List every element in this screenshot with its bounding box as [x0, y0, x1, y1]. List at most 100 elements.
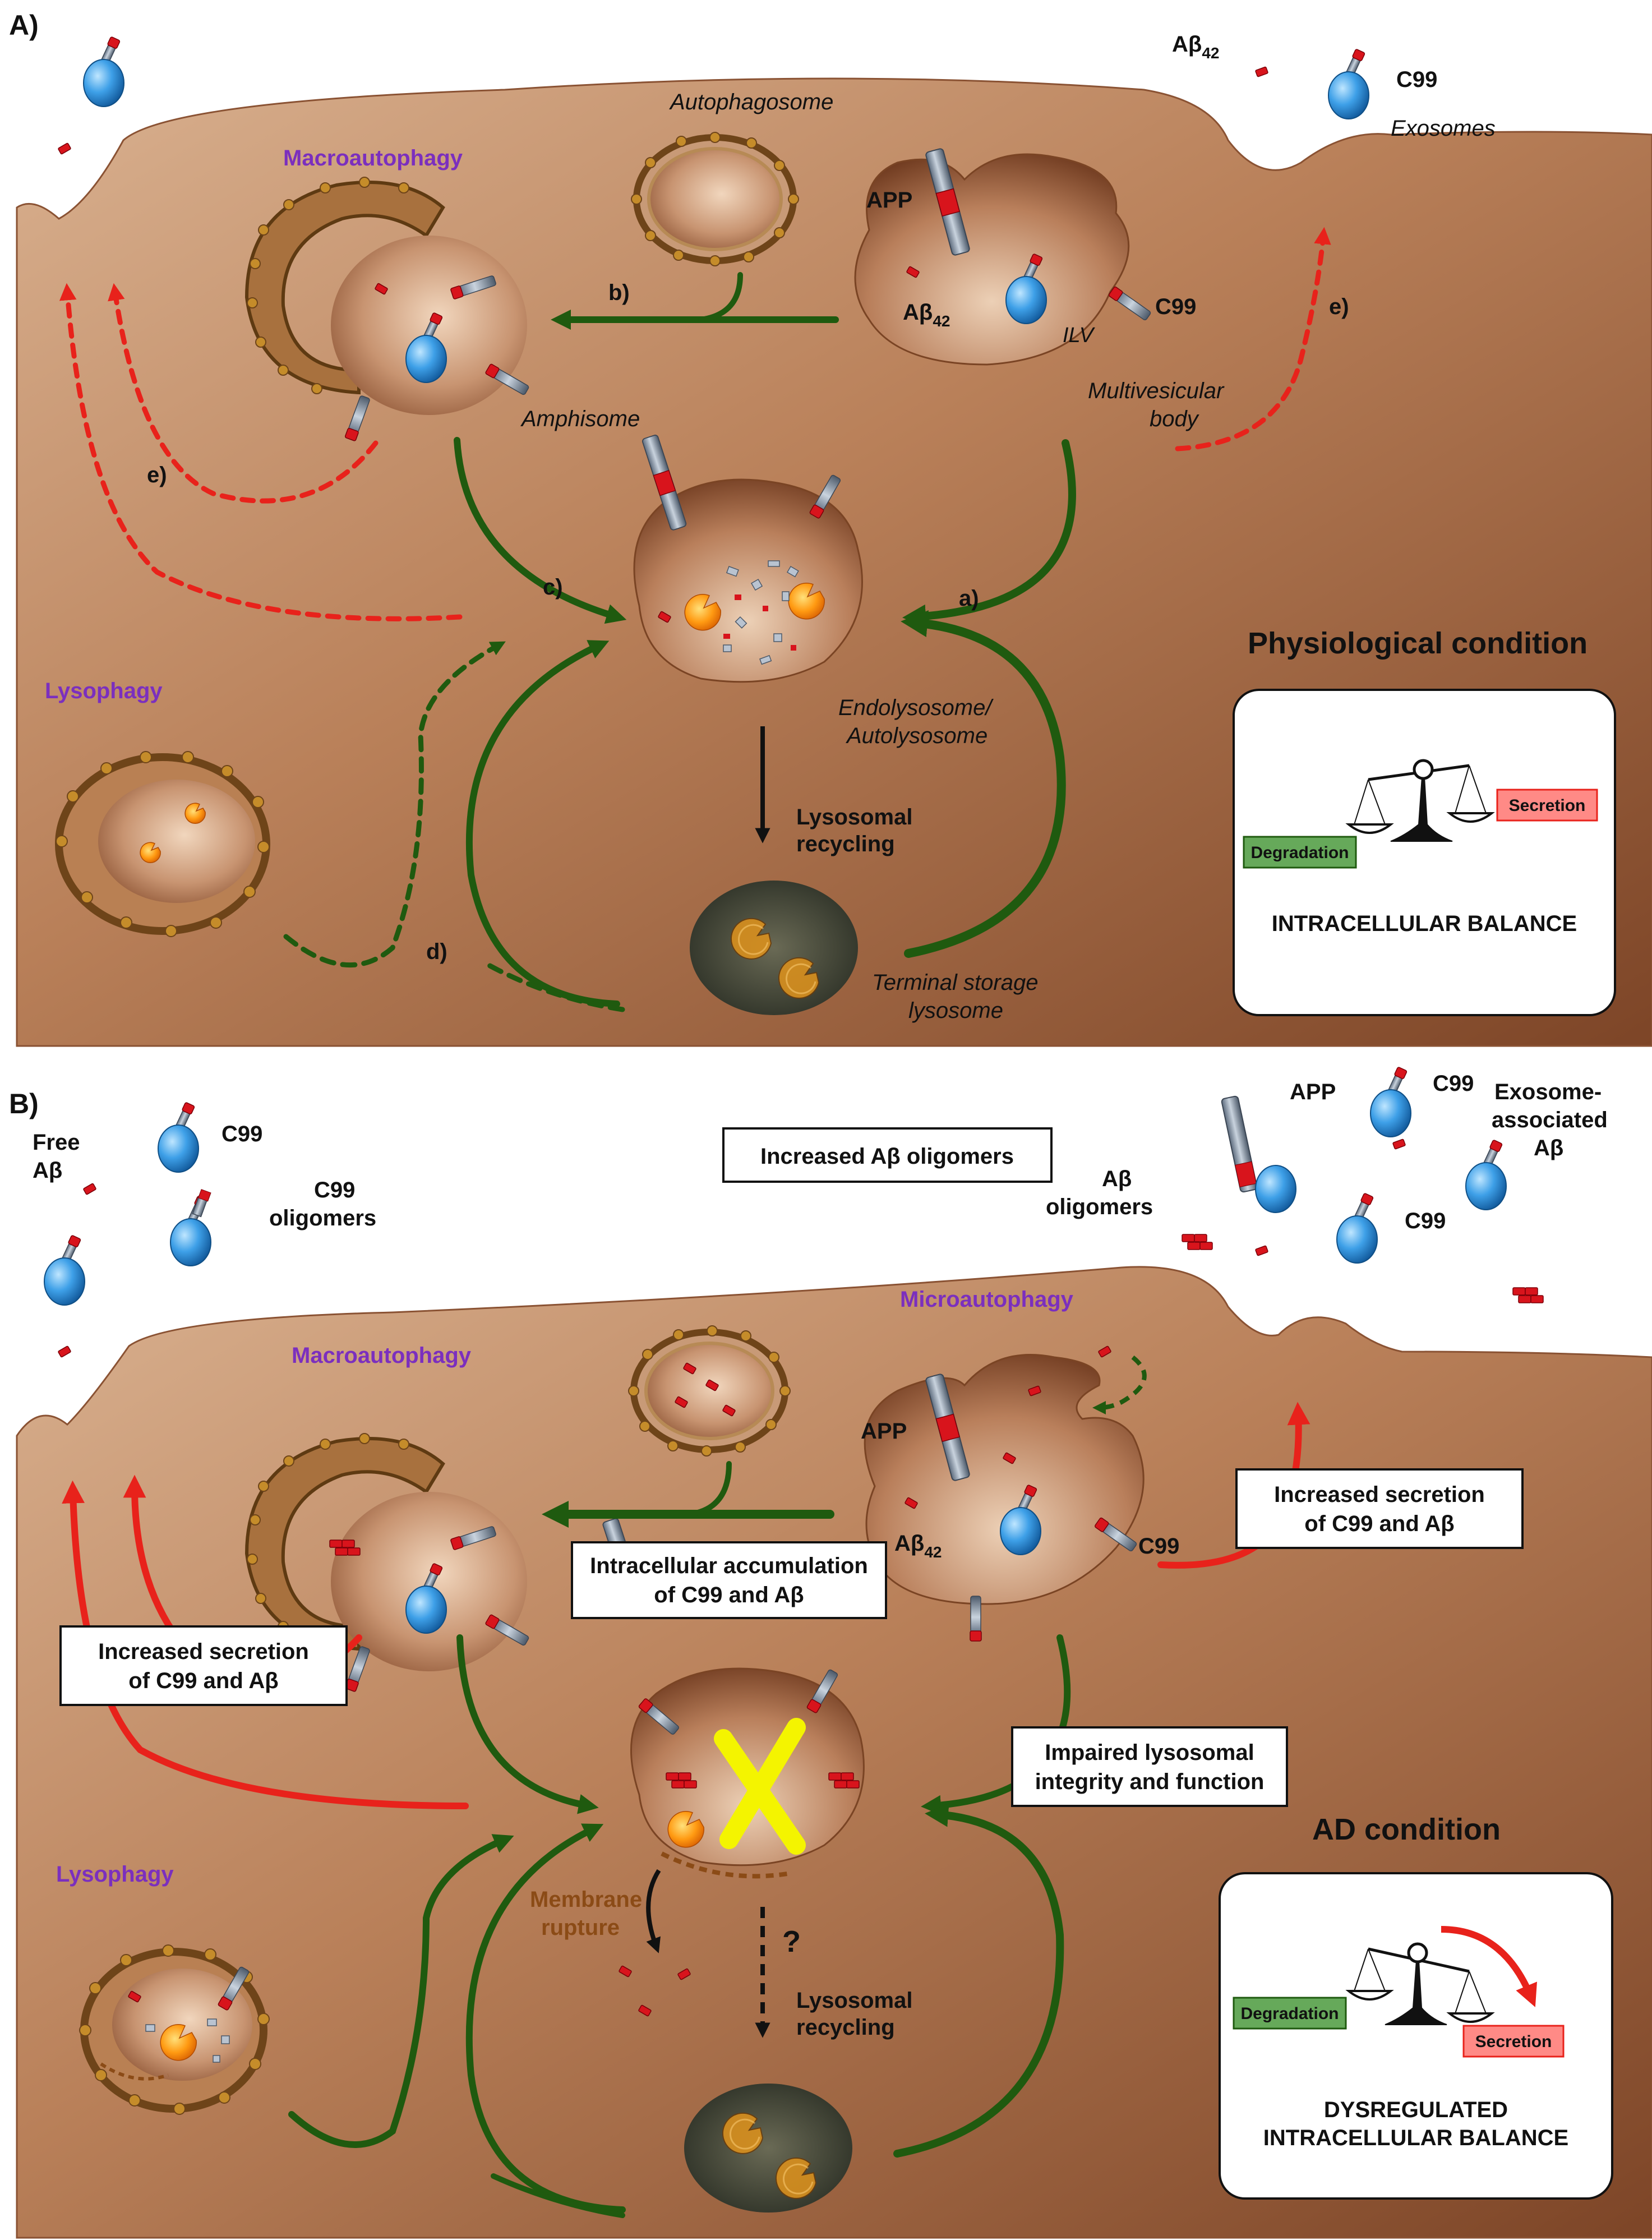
step-b-label: b) — [608, 280, 630, 305]
degradation-tag-text-b: Degradation — [1240, 2004, 1339, 2023]
extracellular-abeta-oligomer-1 — [1182, 1234, 1213, 1250]
legend-box-a: Degradation Secretion INTRACELLULAR BALA… — [1233, 689, 1616, 1016]
endolysosome-b — [602, 1517, 865, 1866]
app-label-b: APP — [861, 1419, 907, 1444]
recycling-label-line2-a: recycling — [796, 832, 895, 856]
imbalance-arrow — [1441, 1926, 1537, 2007]
free-abeta-b — [82, 1183, 97, 1195]
extracellular-abeta-b — [1392, 1139, 1406, 1150]
increased-secretion-right-line1: Increased secretion — [1274, 1482, 1485, 1507]
microautophagy-label: Microautophagy — [900, 1287, 1074, 1312]
panel-a: A) Aβ42 C99 Exosomes Autophagosome Macro… — [9, 10, 1652, 1047]
degradation-tag-text-a: Degradation — [1250, 844, 1349, 862]
recycling-question-mark: ? — [782, 1925, 801, 1958]
extracellular-abeta-b-2 — [1254, 1245, 1269, 1256]
c99-oligomers-label-line1: C99 — [314, 1178, 355, 1202]
terminal-to-lysophagy-dashed — [485, 962, 625, 1012]
endolysosome-secretion-arrow-b — [62, 1480, 469, 1809]
abeta-oligomers-label-line1: Aβ — [1102, 1167, 1132, 1191]
extracellular-abeta42 — [1254, 66, 1269, 77]
abeta42-mvb-label-a: Aβ42 — [903, 300, 950, 330]
increased-oligomers-box: Increased Aβ oligomers — [722, 1127, 1053, 1183]
lysophagy-vesicle-a — [55, 751, 270, 937]
exosome-associated-abeta-vesicle — [1465, 1139, 1507, 1210]
exosome-c99-b-top — [1370, 1066, 1411, 1137]
membrane-rupture-label-line1: Membrane — [530, 1887, 642, 1912]
free-abeta-label-line2: Aβ — [33, 1158, 62, 1183]
free-abeta-label-line1: Free — [33, 1130, 80, 1155]
multivesicular-body-b — [864, 1345, 1145, 1642]
app-label-a: APP — [866, 188, 912, 213]
autophagosome-label: Autophagosome — [669, 90, 833, 114]
degradation-tag-a — [1243, 836, 1357, 869]
exosome-associated-line3: Aβ — [1534, 1136, 1563, 1160]
increased-secretion-left-line1: Increased secretion — [98, 1639, 309, 1664]
accumulation-text-line1: Intracellular accumulation — [590, 1554, 868, 1578]
app-exosome-b — [1221, 1095, 1296, 1213]
mvb-label-line2: body — [1150, 407, 1200, 431]
macroautophagy-label-b: Macroautophagy — [292, 1343, 472, 1368]
arrow-c-amphisome-to-endolysosome — [454, 437, 627, 624]
c99-oligomers-label-line2: oligomers — [269, 1206, 376, 1230]
ad-condition-title: AD condition — [1312, 1813, 1501, 1846]
amphisome-b — [244, 1433, 530, 1693]
impaired-lysosome-box: Impaired lysosomal integrity and functio… — [1011, 1726, 1288, 1807]
terminal-storage-lysosome — [690, 881, 858, 1015]
extracellular-c99-exosome — [83, 36, 124, 107]
panel-b-letter: B) — [9, 1088, 39, 1119]
legend-box-b: Degradation Secretion DYSREGULATED INTRA… — [1219, 1872, 1613, 2200]
step-c-label: c) — [543, 575, 563, 600]
accumulation-box: Intracellular accumulation of C99 and Aβ — [571, 1541, 887, 1619]
abeta42-mvb-label-b: Aβ42 — [894, 1531, 942, 1561]
accumulation-text-line2: of C99 and Aβ — [654, 1583, 804, 1607]
exosome-associated-line1: Exosome- — [1494, 1080, 1602, 1104]
c99-mvb-label-a: C99 — [1155, 294, 1196, 319]
terminal-storage-lysosome-b — [684, 2084, 852, 2213]
impaired-text-line2: integrity and function — [1035, 1769, 1265, 1794]
arrow-e-amphisome-secretion-inner — [108, 283, 379, 504]
c99-label-b-right: C99 — [1405, 1209, 1446, 1233]
terminal-reactivation-arrow-right — [901, 610, 1066, 958]
step-e-left-label: e) — [147, 463, 167, 487]
lysophagy-vesicle-b — [79, 1944, 270, 2115]
intracellular-balance-caption: INTRACELLULAR BALANCE — [1272, 911, 1577, 936]
recycling-label-line1-b: Lysosomal — [796, 1988, 912, 2013]
c99-label-b-top: C99 — [222, 1122, 262, 1146]
c99-oligomer-b — [170, 1189, 211, 1266]
arrow-d-lysophagy — [283, 641, 506, 968]
amphisome — [244, 177, 530, 442]
endolysosome-label-line1: Endolysosome/ — [838, 695, 994, 720]
extracellular-abeta — [57, 142, 72, 155]
c99-label-b-top-right: C99 — [1433, 1071, 1474, 1096]
lysophagy-label-b: Lysophagy — [56, 1862, 174, 1887]
blocked-x-icon — [714, 1718, 806, 1855]
extracellular-abeta-oligomer-2 — [1512, 1287, 1544, 1303]
terminal-label-line1: Terminal storage — [872, 970, 1038, 995]
terminal-label-line2: lysosome — [908, 998, 1003, 1023]
autophagosome — [631, 132, 799, 266]
multivesicular-body — [854, 148, 1152, 366]
terminal-enzyme-2 — [778, 957, 820, 999]
increased-secretion-box-right: Increased secretion of C99 and Aβ — [1235, 1468, 1524, 1549]
terminal-enzyme-1 — [730, 918, 772, 960]
autophagosome-b — [628, 1325, 791, 1457]
step-a-label: a) — [959, 586, 979, 611]
app-label-b-top: APP — [1290, 1080, 1336, 1104]
ilv-label: ILV — [1063, 324, 1096, 347]
endolysosome — [633, 434, 863, 683]
physiological-condition-title: Physiological condition — [1248, 626, 1588, 660]
membrane-rupture-label-line2: rupture — [541, 1915, 620, 1940]
impaired-text-line1: Impaired lysosomal — [1045, 1740, 1254, 1765]
secretion-tag-text-b: Secretion — [1475, 2032, 1552, 2051]
extracellular-c99-b — [158, 1101, 199, 1173]
free-abeta-b-2 — [57, 1345, 72, 1358]
terminal-reactivation-arrow-left — [466, 640, 620, 1007]
extracellular-c99-b-2 — [44, 1234, 85, 1306]
arrow-a-mvb-to-endolysosome — [902, 439, 1076, 628]
arrow-e-mvb-exosome-secretion — [1175, 227, 1331, 451]
autophagosome-fusion-line — [698, 272, 743, 322]
dysregulated-caption-line1: DYSREGULATED — [1324, 2098, 1508, 2122]
exosomes-label: Exosomes — [1391, 116, 1496, 141]
increased-secretion-box-left: Increased secretion of C99 and Aβ — [59, 1625, 348, 1706]
recycling-label-line2-b: recycling — [796, 2015, 895, 2040]
